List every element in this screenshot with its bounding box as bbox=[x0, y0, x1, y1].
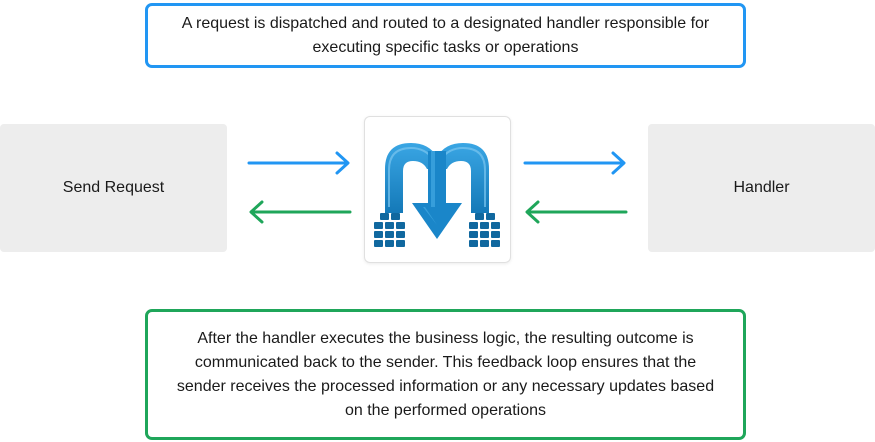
request-description-text: A request is dispatched and routed to a … bbox=[181, 14, 710, 56]
response-description-box: After the handler executes the business … bbox=[145, 309, 746, 440]
response-arrow-right-icon bbox=[525, 200, 628, 224]
response-arrow-left-icon bbox=[249, 200, 352, 224]
request-arrow-right-icon bbox=[523, 151, 626, 175]
send-request-node: Send Request bbox=[0, 124, 227, 252]
handler-label: Handler bbox=[733, 179, 790, 196]
send-request-label: Send Request bbox=[62, 179, 165, 196]
mediator-logo-card bbox=[364, 116, 511, 263]
response-description-text: After the handler executes the business … bbox=[176, 329, 715, 419]
request-arrow-left-icon bbox=[247, 151, 350, 175]
request-description-box: A request is dispatched and routed to a … bbox=[145, 3, 746, 68]
handler-node: Handler bbox=[648, 124, 875, 252]
mediatr-logo-icon bbox=[374, 143, 500, 247]
